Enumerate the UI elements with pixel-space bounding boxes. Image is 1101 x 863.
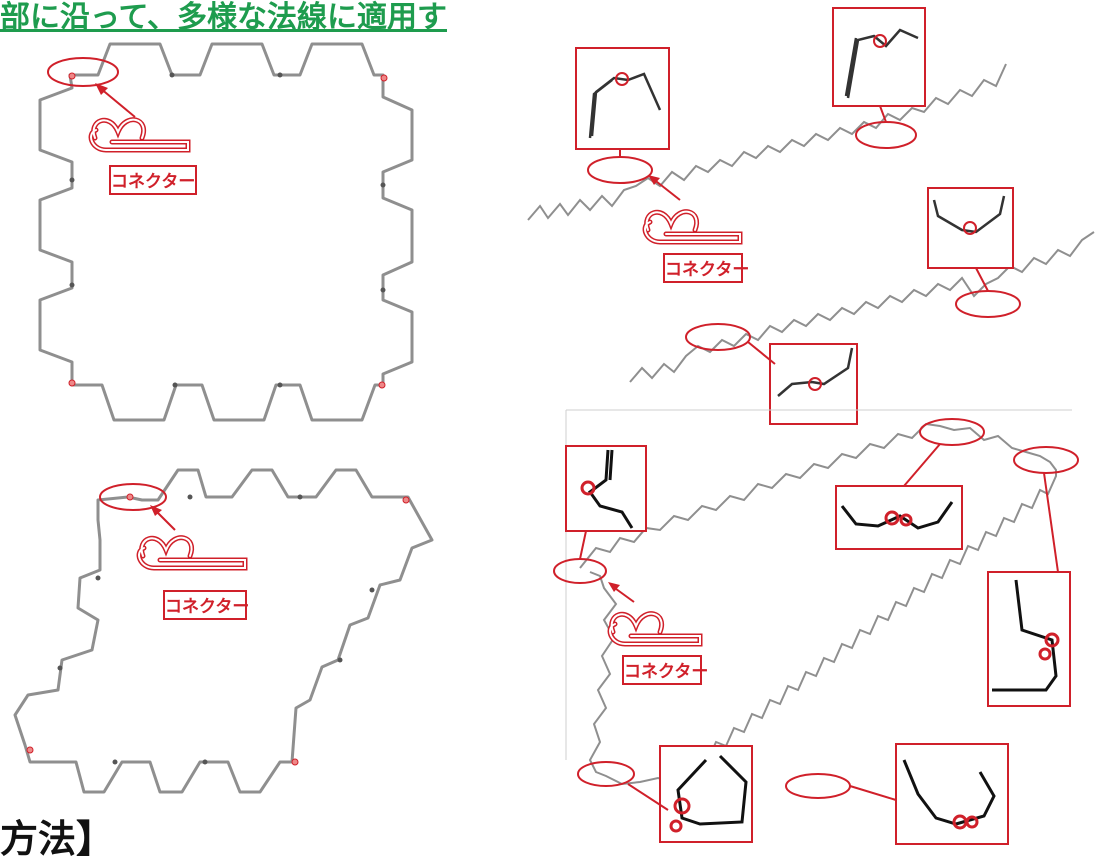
connector-label: コネクター — [622, 655, 708, 685]
skewed-ring-wire — [13, 468, 434, 794]
diamond-ring-wire — [579, 422, 1057, 786]
square-ring-wire — [38, 42, 414, 422]
connector-clip-icon — [607, 611, 703, 647]
connector-clip-icon — [88, 117, 191, 153]
square-ring-diagram — [38, 42, 414, 422]
long-wire-diagram — [527, 7, 1095, 425]
connector-highlight-ellipse — [47, 57, 119, 87]
upper-long-wire — [527, 63, 1007, 221]
connector-clip-icon — [642, 209, 743, 245]
skewed-ring-diagram — [13, 468, 434, 794]
page-heading: 部に沿って、多様な法線に適用す — [0, 0, 447, 35]
connector-highlight-ellipse — [99, 483, 167, 511]
diamond-ring-diagram — [553, 409, 1079, 845]
connector-label: コネクター — [109, 165, 197, 195]
connector-label: コネクター — [663, 253, 749, 283]
section-heading: 方法】 — [0, 817, 115, 861]
connector-label: コネクター — [163, 590, 249, 620]
connector-clip-icon — [136, 535, 248, 571]
